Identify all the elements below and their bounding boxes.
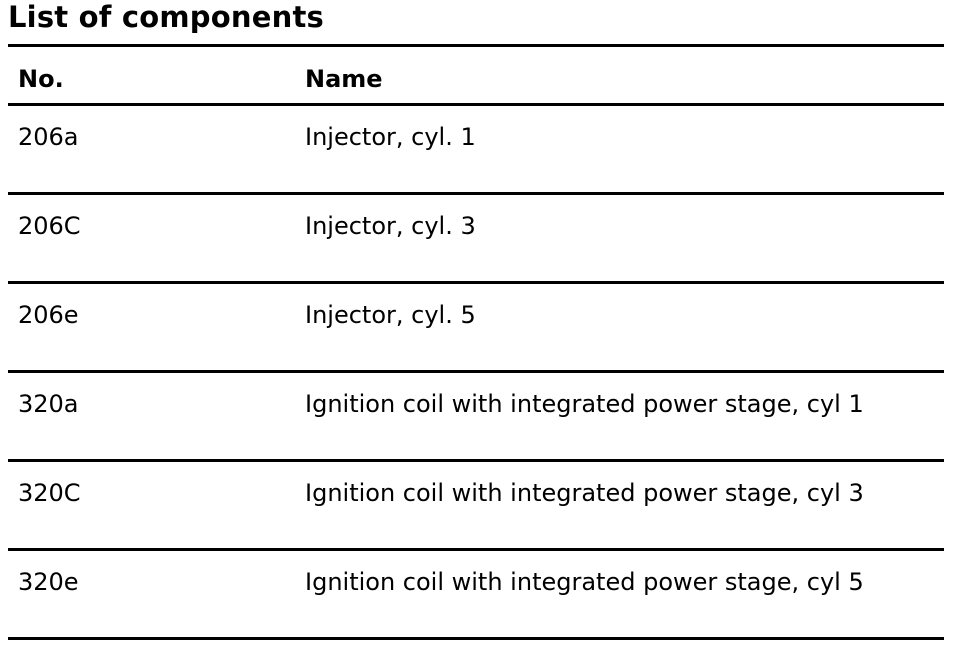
row-no: 320e	[18, 568, 79, 596]
row-no: 206C	[18, 212, 81, 240]
row-no: 320a	[18, 390, 79, 418]
table-header-row: No. Name	[8, 47, 944, 103]
table-row: 320e Ignition coil with integrated power…	[8, 551, 944, 637]
row-divider	[8, 281, 944, 284]
row-name: Injector, cyl. 1	[305, 123, 476, 151]
row-name: Ignition coil with integrated power stag…	[305, 390, 864, 418]
row-name: Ignition coil with integrated power stag…	[305, 568, 864, 596]
table-top-rule	[8, 44, 944, 47]
table-row: 320C Ignition coil with integrated power…	[8, 462, 944, 548]
table-row: 320a Ignition coil with integrated power…	[8, 373, 944, 459]
row-divider	[8, 370, 944, 373]
row-name: Injector, cyl. 3	[305, 212, 476, 240]
table-row: 206e Injector, cyl. 5	[8, 284, 944, 370]
header-no: No.	[18, 65, 64, 93]
table-header-rule	[8, 103, 944, 106]
table-bottom-rule	[8, 637, 944, 640]
header-name: Name	[305, 65, 383, 93]
row-divider	[8, 548, 944, 551]
row-divider	[8, 459, 944, 462]
table-row: 206a Injector, cyl. 1	[8, 106, 944, 192]
row-no: 206e	[18, 301, 79, 329]
row-name: Ignition coil with integrated power stag…	[305, 479, 864, 507]
row-no: 206a	[18, 123, 79, 151]
row-name: Injector, cyl. 5	[305, 301, 476, 329]
page-title: List of components	[8, 0, 324, 34]
table-row: 206C Injector, cyl. 3	[8, 195, 944, 281]
components-table: No. Name 206a Injector, cyl. 1 206C Inje…	[8, 44, 944, 640]
row-no: 320C	[18, 479, 81, 507]
row-divider	[8, 192, 944, 195]
